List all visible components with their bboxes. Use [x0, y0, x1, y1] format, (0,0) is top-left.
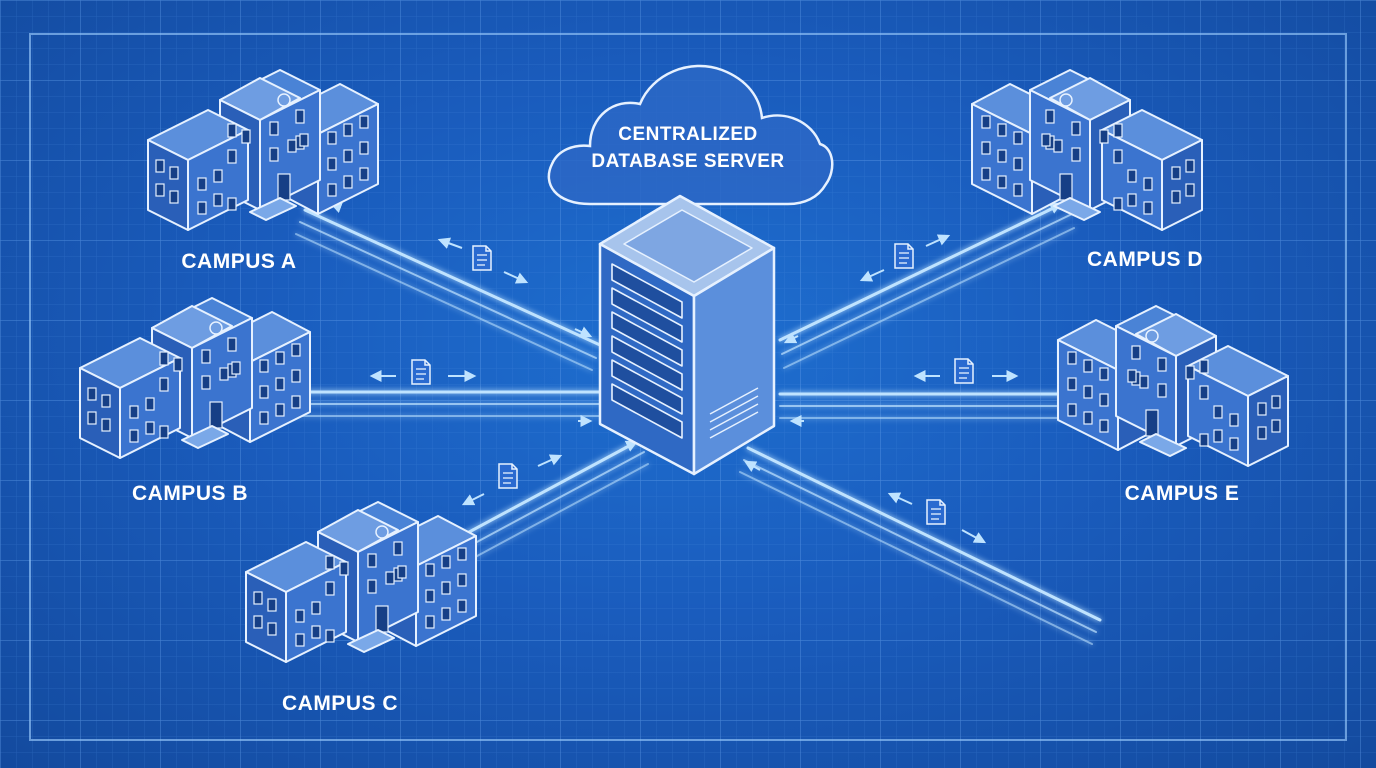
- transfer-indicators: [369, 234, 1019, 544]
- blueprint-frame: [29, 33, 1347, 741]
- link-campus-e: [778, 392, 1114, 419]
- document-icon: [498, 463, 518, 489]
- document-icon: [894, 243, 914, 269]
- campus-e-label: CAMPUS E: [1125, 482, 1240, 505]
- link-offscreen: [739, 446, 1102, 645]
- link-campus-d: [778, 198, 1075, 369]
- transfer-a: [437, 237, 529, 284]
- link-campus-a: [295, 208, 602, 371]
- cloud-icon: [547, 64, 834, 206]
- link-campus-b: [260, 390, 602, 417]
- transfer-d: [859, 234, 951, 282]
- transfer-offscreen: [887, 492, 987, 544]
- arrow-icon: [783, 332, 799, 344]
- server-title-line-2: DATABASE SERVER: [591, 151, 784, 172]
- campus-c-label: CAMPUS C: [282, 692, 398, 715]
- server-tower-icon: [598, 194, 776, 476]
- transfer-e: [913, 358, 1019, 384]
- document-icon: [954, 358, 974, 384]
- campus-d-label: CAMPUS D: [1087, 248, 1203, 271]
- transfer-b: [369, 359, 477, 385]
- document-icon: [926, 499, 946, 525]
- document-icon: [411, 359, 431, 385]
- document-icon: [472, 245, 492, 271]
- campus-a-label: CAMPUS A: [181, 250, 296, 273]
- server-title-line-1: CENTRALIZED: [618, 124, 758, 145]
- transfer-c: [461, 454, 563, 506]
- arrow-icon: [574, 326, 593, 338]
- campus-b-label: CAMPUS B: [132, 482, 248, 505]
- arrow-icon: [743, 460, 761, 472]
